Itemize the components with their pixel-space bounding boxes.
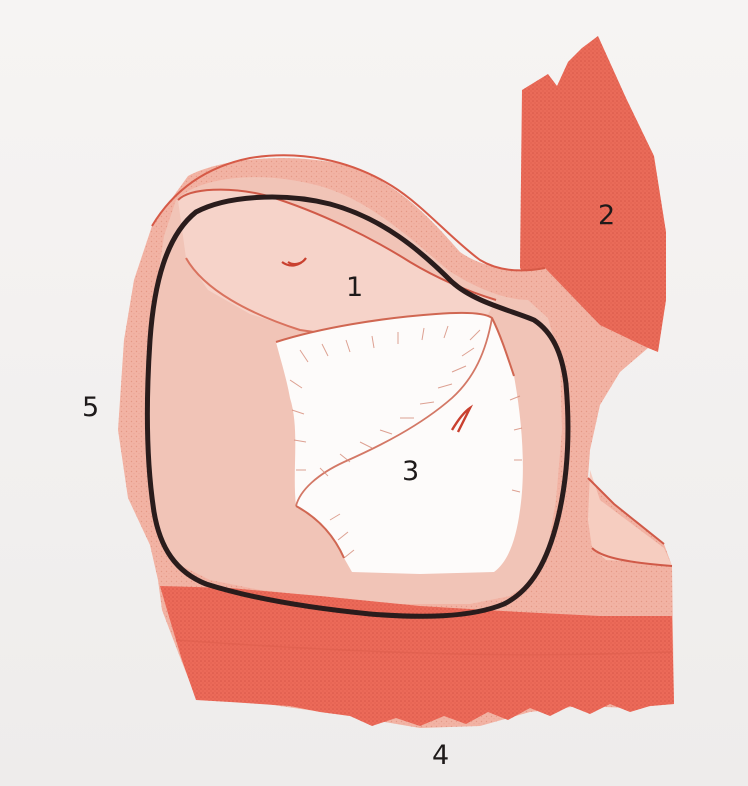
label-5: 5 [82, 394, 99, 421]
label-4: 4 [432, 742, 449, 769]
label-3: 3 [402, 458, 419, 485]
label-2: 2 [598, 202, 615, 229]
label-1: 1 [346, 274, 363, 301]
